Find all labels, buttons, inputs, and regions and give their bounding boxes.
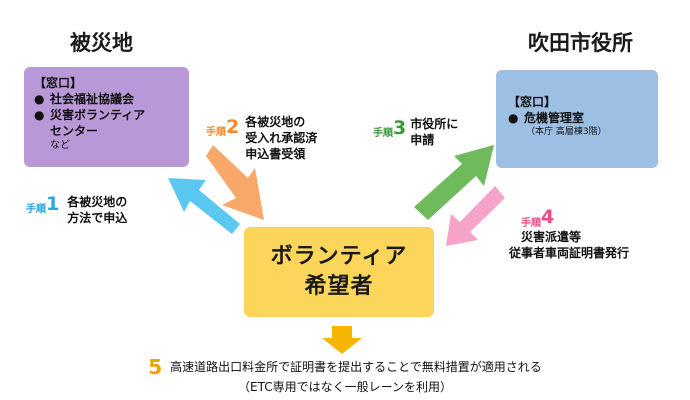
step-1-tag: 手順 <box>26 204 46 215</box>
right-item: ● 危機管理室 <box>508 111 585 125</box>
step-4: 手順 4 災害派遣等 従事者車両証明書発行 <box>509 207 629 261</box>
left-box-head: 【窓口】 <box>34 76 83 90</box>
left-item-2: ● 災害ボランティア <box>34 108 146 122</box>
right-contact-box: 【窓口】 ● 危機管理室 （本庁 高層棟3階） <box>496 70 658 168</box>
center-line-2: 希望者 <box>304 274 374 299</box>
arrow-step3 <box>414 145 494 220</box>
step-2-line-1: 各被災地の <box>245 115 306 129</box>
step-3: 手順 3 市役所に 申請 <box>373 116 458 148</box>
bullet-icon: ● <box>34 92 45 106</box>
bullet-icon: ● <box>508 111 519 125</box>
step-2-tag: 手順 <box>206 127 226 138</box>
step-4-line-1: 災害派遣等 <box>521 230 582 244</box>
step-2-line-3: 申込書受領 <box>245 147 306 161</box>
left-title: 被災地 <box>70 31 133 55</box>
step-1: 手順 1 各被災地の 方法で申込 <box>26 194 127 226</box>
arrow-step2 <box>206 145 264 220</box>
center-line-1: ボランティア <box>270 244 408 269</box>
step-4-num: 4 <box>541 206 555 228</box>
right-title: 吹田市役所 <box>528 31 633 55</box>
arrow-down <box>322 326 362 354</box>
right-sub: （本庁 高層棟3階） <box>526 127 607 137</box>
step-1-line-2: 方法で申込 <box>67 211 128 225</box>
left-contact-box: 【窓口】 ● 社会福祉協議会 ● 災害ボランティア センター など <box>24 67 189 167</box>
bullet-icon: ● <box>34 108 45 122</box>
step-5-line-1: 高速道路出口料金所で証明書を提出することで無料措置が適用される <box>170 359 542 374</box>
volunteer-box: ボランティア 希望者 <box>244 227 434 317</box>
step-5: 5 高速道路出口料金所で証明書を提出することで無料措置が適用される （ETC専用… <box>130 355 560 395</box>
arrow-step1 <box>168 178 240 234</box>
step-1-line-1: 各被災地の <box>67 195 128 209</box>
step-3-num: 3 <box>393 117 407 139</box>
left-extra: など <box>50 140 70 151</box>
step-2: 手順 2 各被災地の 受入れ承認済 申込書受領 <box>206 114 317 162</box>
left-item-1: ● 社会福祉協議会 <box>34 92 135 106</box>
step-4-tag: 手順 <box>521 218 541 229</box>
arrow-step4 <box>446 186 505 246</box>
right-box-head: 【窓口】 <box>508 95 557 109</box>
step-2-line-2: 受入れ承認済 <box>245 131 318 145</box>
step-3-line-1: 市役所に <box>410 117 459 131</box>
step-4-line-2: 従事者車両証明書発行 <box>509 246 630 260</box>
left-item-2-cont: センター <box>50 124 99 138</box>
step-3-line-2: 申請 <box>410 133 435 147</box>
step-5-num: 5 <box>148 355 163 379</box>
step-5-line-2: （ETC専用ではなく一般レーンを利用） <box>238 380 452 394</box>
step-1-num: 1 <box>46 193 60 215</box>
step-2-num: 2 <box>226 116 240 138</box>
step-3-tag: 手順 <box>373 128 393 139</box>
